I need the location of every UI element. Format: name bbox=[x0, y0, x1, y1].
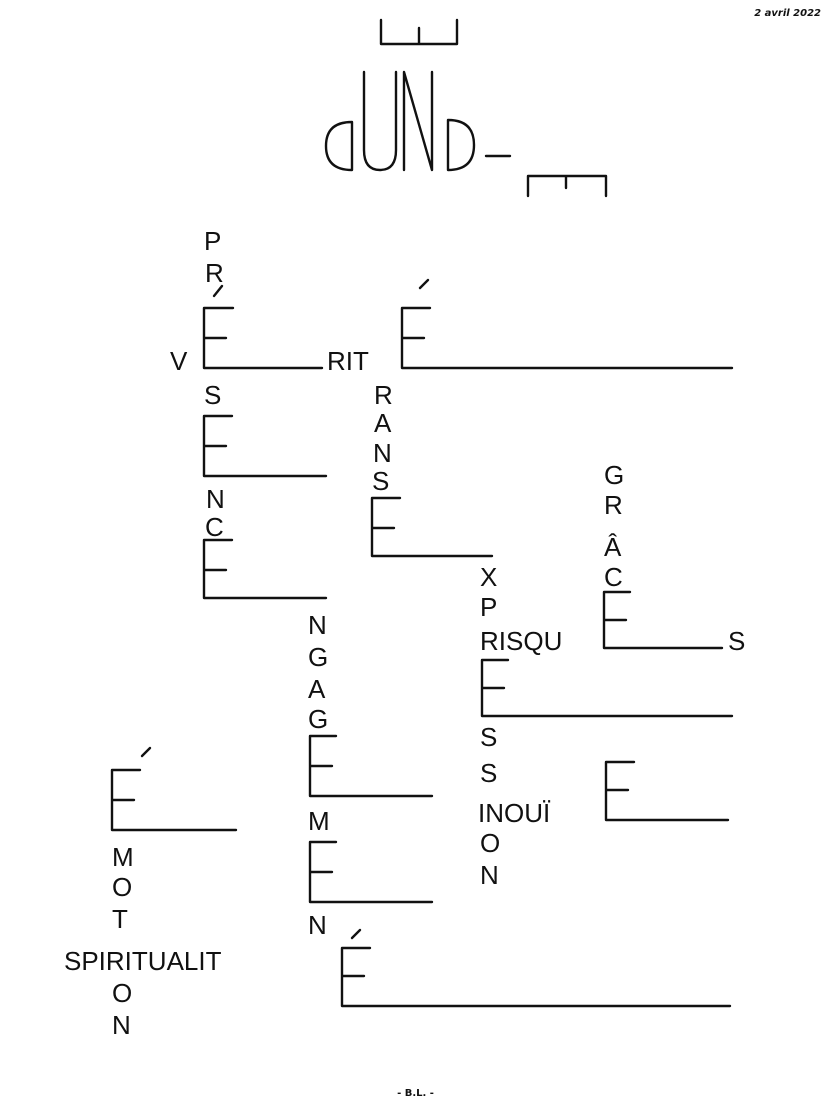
letter-s2: S bbox=[372, 466, 389, 496]
accent-mark bbox=[212, 284, 224, 298]
e-shape-verite-2 bbox=[400, 306, 734, 370]
letter-n4: N bbox=[308, 610, 327, 640]
letter-r2: R bbox=[374, 380, 393, 410]
letter-c1: C bbox=[205, 512, 224, 542]
e-shape-transe bbox=[370, 496, 494, 558]
letter-x: X bbox=[480, 562, 497, 592]
letter-c2: C bbox=[604, 562, 623, 592]
letter-n1: N bbox=[206, 484, 225, 514]
e-shape-emotion bbox=[110, 768, 238, 832]
signature: - B.L. - bbox=[397, 1088, 434, 1099]
title-letter-d1 bbox=[324, 120, 354, 172]
e-shape-presence-2 bbox=[202, 538, 328, 600]
word-spiritualit: SPIRITUALIT bbox=[64, 946, 222, 976]
letter-s5: S bbox=[480, 758, 497, 788]
title-letter-n bbox=[402, 70, 434, 172]
letter-o2: O bbox=[112, 872, 132, 902]
letter-g2: G bbox=[308, 642, 328, 672]
e-shape-engagement-1 bbox=[308, 734, 434, 798]
letter-n2: N bbox=[373, 438, 392, 468]
letter-p2: P bbox=[480, 592, 497, 622]
word-rit: RIT bbox=[327, 346, 369, 376]
accent-mark bbox=[418, 278, 430, 290]
letter-n3: N bbox=[480, 860, 499, 890]
letter-p1: P bbox=[204, 226, 221, 256]
letter-r1: R bbox=[205, 258, 224, 288]
letter-a1: A bbox=[374, 408, 392, 438]
title-duende bbox=[324, 18, 608, 198]
letter-n5: N bbox=[308, 910, 327, 940]
letter-s1: S bbox=[204, 380, 221, 410]
letter-r3: R bbox=[604, 490, 623, 520]
e-shape-verite-1 bbox=[202, 306, 324, 370]
letter-o1: O bbox=[480, 828, 500, 858]
accent-mark bbox=[140, 746, 152, 758]
letter-a2: Â bbox=[604, 532, 622, 562]
letter-n6: N bbox=[112, 1010, 131, 1040]
e-shape-graces bbox=[602, 590, 724, 650]
accent-mark bbox=[350, 928, 362, 940]
title-letter-u bbox=[362, 70, 398, 172]
letter-g1: G bbox=[604, 460, 624, 490]
title-letter-d2 bbox=[446, 118, 476, 172]
date-label: 2 avril 2022 bbox=[754, 8, 821, 19]
letter-g3: G bbox=[308, 704, 328, 734]
letter-m2: M bbox=[112, 842, 134, 872]
title-top-e-shape bbox=[379, 18, 459, 46]
letter-m1: M bbox=[308, 806, 330, 836]
word-risqu: RISQU bbox=[480, 626, 562, 656]
letter-s-graces: S bbox=[728, 626, 745, 656]
letter-a3: A bbox=[308, 674, 326, 704]
e-shape-inouie bbox=[604, 760, 730, 822]
letter-o3: O bbox=[112, 978, 132, 1008]
e-shape-engagement-2 bbox=[308, 840, 434, 904]
e-shape-expression bbox=[480, 658, 734, 718]
title-bottom-e-shape bbox=[526, 174, 608, 198]
e-shape-presence-1 bbox=[202, 414, 328, 478]
letter-t2: T bbox=[112, 904, 128, 934]
e-shape-spiritualite bbox=[340, 946, 732, 1008]
word-inoui: INOUÏ bbox=[478, 798, 551, 828]
letter-s4: S bbox=[480, 722, 497, 752]
letter-v: V bbox=[170, 346, 188, 376]
